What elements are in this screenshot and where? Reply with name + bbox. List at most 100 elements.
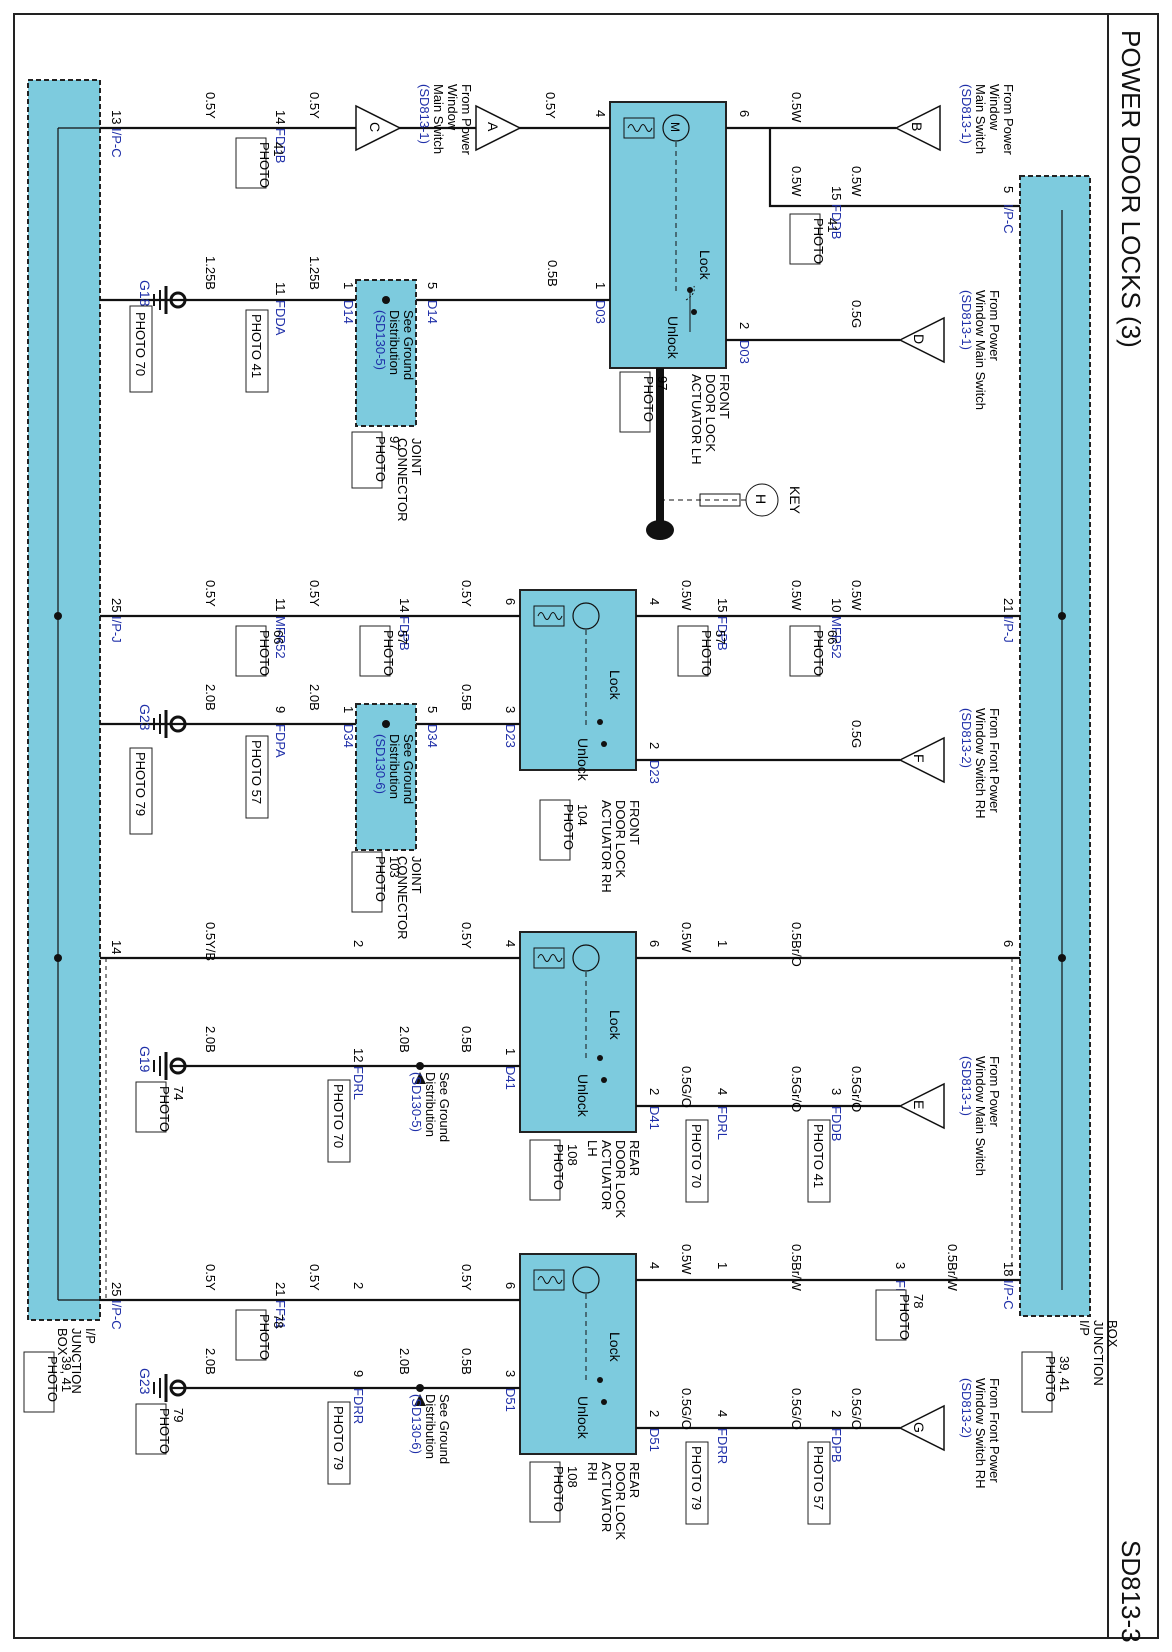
svg-text:1: 1 — [593, 282, 608, 289]
svg-text:4: 4 — [647, 598, 662, 605]
svg-text:1: 1 — [341, 706, 356, 713]
source-f-triangle: F From Front Power Window Switch RH (SD8… — [898, 708, 1002, 819]
svg-text:REAR: REAR — [627, 1462, 642, 1498]
svg-text:10: 10 — [829, 598, 844, 612]
svg-text:2: 2 — [737, 322, 752, 329]
svg-text:3: 3 — [893, 1262, 908, 1269]
svg-text:ACTUATOR RH: ACTUATOR RH — [599, 800, 614, 893]
svg-text:78: 78 — [911, 1294, 926, 1308]
svg-text:I/P-J: I/P-J — [1001, 616, 1016, 643]
svg-text:15: 15 — [829, 186, 844, 200]
svg-text:FDRR: FDRR — [715, 1428, 730, 1464]
lock-label-1: Lock — [697, 250, 713, 281]
svg-text:PHOTO 79: PHOTO 79 — [133, 752, 148, 816]
svg-text:14: 14 — [397, 598, 412, 612]
unlock-label-1: Unlock — [665, 316, 681, 360]
motor-symbol-1: M — [623, 114, 697, 332]
svg-text:97: 97 — [655, 376, 670, 390]
svg-text:Distribution: Distribution — [423, 1394, 438, 1459]
svg-text:PHOTO 57: PHOTO 57 — [811, 1446, 826, 1510]
svg-text:3: 3 — [503, 706, 518, 713]
svg-text:DOOR LOCK: DOOR LOCK — [613, 1140, 628, 1218]
svg-text:PHOTO: PHOTO — [257, 142, 272, 188]
svg-text:4: 4 — [715, 1088, 730, 1095]
svg-text:0.5G/O: 0.5G/O — [789, 1388, 804, 1430]
svg-text:I/P-C: I/P-C — [1001, 1280, 1016, 1310]
svg-text:2.0B: 2.0B — [397, 1348, 412, 1375]
unlock-label-2: Unlock — [575, 738, 591, 782]
svg-text:(SD813-1): (SD813-1) — [959, 84, 974, 144]
svg-text:Window Main Switch: Window Main Switch — [973, 1056, 988, 1176]
svg-text:H: H — [753, 494, 769, 504]
svg-text:PHOTO 79: PHOTO 79 — [689, 1446, 704, 1510]
svg-text:Window Switch RH: Window Switch RH — [973, 1378, 988, 1489]
svg-text:(SD130-5): (SD130-5) — [373, 310, 388, 370]
svg-text:0.5G/O: 0.5G/O — [679, 1066, 694, 1108]
svg-text:4: 4 — [503, 940, 518, 947]
svg-text:FDDB: FDDB — [273, 128, 288, 163]
svg-text:See Ground: See Ground — [437, 1072, 452, 1142]
svg-text:25: 25 — [109, 598, 124, 612]
svg-text:0.5Br/W: 0.5Br/W — [789, 1244, 804, 1292]
svg-text:108: 108 — [565, 1466, 580, 1488]
svg-text:ACTUATOR LH: ACTUATOR LH — [689, 374, 704, 465]
svg-text:41: 41 — [825, 218, 840, 232]
svg-text:(SD813-1): (SD813-1) — [959, 290, 974, 350]
ground-g18: G18 PHOTO 70 — [129, 280, 187, 393]
svg-text:PHOTO 70: PHOTO 70 — [331, 1084, 346, 1148]
lock-label-4: Lock — [607, 1332, 623, 1363]
svg-text:FDPB: FDPB — [715, 616, 730, 651]
svg-text:FRONT: FRONT — [717, 374, 732, 419]
svg-text:FDDB: FDDB — [829, 204, 844, 239]
svg-text:C: C — [367, 122, 383, 132]
svg-text:FDPB: FDPB — [829, 1428, 844, 1463]
svg-text:PHOTO: PHOTO — [551, 1466, 566, 1512]
svg-text:66: 66 — [271, 630, 286, 644]
svg-text:CONNECTOR: CONNECTOR — [395, 438, 410, 522]
svg-text:MFR52: MFR52 — [273, 616, 288, 659]
svg-text:FDRL: FDRL — [715, 1106, 730, 1140]
svg-text:0.5G: 0.5G — [849, 300, 864, 328]
source-a-triangle: A — [475, 104, 522, 152]
svg-text:PHOTO: PHOTO — [561, 804, 576, 850]
svg-text:RH: RH — [585, 1462, 600, 1481]
joint-connector-1 — [355, 279, 417, 427]
svg-text:0.5B: 0.5B — [459, 684, 474, 711]
svg-text:FDDB: FDDB — [829, 1106, 844, 1141]
svg-text:2: 2 — [829, 1410, 844, 1417]
svg-text:6: 6 — [503, 598, 518, 605]
svg-text:0.5W: 0.5W — [849, 580, 864, 611]
svg-text:15: 15 — [715, 598, 730, 612]
svg-text:CONNECTOR: CONNECTOR — [395, 856, 410, 940]
svg-text:9: 9 — [351, 1370, 366, 1377]
svg-text:14: 14 — [109, 940, 124, 954]
svg-text:PHOTO 57: PHOTO 57 — [249, 740, 264, 804]
svg-text:PHOTO 41: PHOTO 41 — [249, 314, 264, 378]
svg-text:D34: D34 — [341, 724, 356, 748]
svg-text:57: 57 — [713, 630, 728, 644]
ip-junction-box-right — [1019, 175, 1091, 1317]
svg-text:0.5W: 0.5W — [789, 92, 804, 123]
svg-text:0.5W: 0.5W — [679, 580, 694, 611]
svg-text:3: 3 — [829, 1088, 844, 1095]
unlock-label-3: Unlock — [575, 1074, 591, 1118]
svg-text:0.5Y: 0.5Y — [307, 580, 322, 607]
svg-text:21: 21 — [273, 1282, 288, 1296]
svg-text:(SD813-2): (SD813-2) — [959, 708, 974, 768]
svg-text:BOX: BOX — [1105, 1320, 1120, 1348]
joint-connector-1-ref: See Ground Distribution (SD130-5) — [373, 310, 416, 380]
svg-text:0.5Gr/O: 0.5Gr/O — [789, 1066, 804, 1112]
source-d-triangle: D From Power Window Main Switch (SD813-1… — [898, 290, 1002, 410]
svg-text:5: 5 — [425, 282, 440, 289]
ip-junction-label-left: I/P JUNCTION BOX — [55, 1328, 98, 1394]
svg-text:0.5Y: 0.5Y — [459, 922, 474, 949]
svg-text:14: 14 — [273, 110, 288, 124]
svg-text:2.0B: 2.0B — [203, 684, 218, 711]
svg-text:I/P-C: I/P-C — [109, 128, 124, 158]
lock-label-3: Lock — [607, 1010, 623, 1041]
svg-text:DOOR LOCK: DOOR LOCK — [613, 800, 628, 878]
svg-text:D41: D41 — [647, 1106, 662, 1130]
svg-text:PHOTO: PHOTO — [897, 1294, 912, 1340]
svg-text:21: 21 — [1001, 598, 1016, 612]
